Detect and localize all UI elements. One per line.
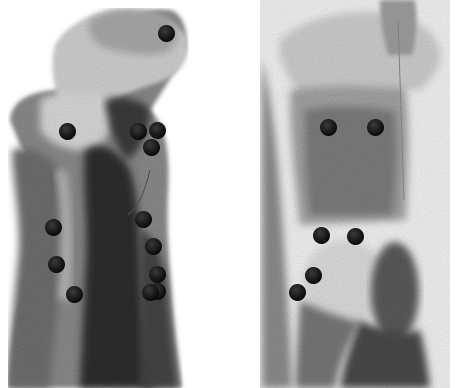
- posterior-marker-1: [320, 119, 337, 136]
- anterior-marker-10: [149, 266, 166, 283]
- anterior-torso-photo: [8, 8, 188, 388]
- anterior-marker-9: [48, 256, 65, 273]
- anterior-marker-1: [158, 25, 175, 42]
- posterior-marker-3: [313, 227, 330, 244]
- posterior-torso-photo: [260, 0, 450, 388]
- posterior-marker-4: [347, 228, 364, 245]
- anterior-marker-4: [149, 122, 166, 139]
- anterior-marker-5: [143, 139, 160, 156]
- posterior-marker-6: [289, 284, 306, 301]
- anterior-marker-3: [130, 123, 147, 140]
- anterior-marker-7: [135, 211, 152, 228]
- anterior-marker-2: [59, 123, 76, 140]
- posterior-marker-2: [367, 119, 384, 136]
- anterior-marker-13: [142, 284, 159, 301]
- anterior-marker-12: [66, 286, 83, 303]
- anterior-marker-6: [45, 219, 62, 236]
- anterior-marker-8: [145, 238, 162, 255]
- posterior-marker-5: [305, 267, 322, 284]
